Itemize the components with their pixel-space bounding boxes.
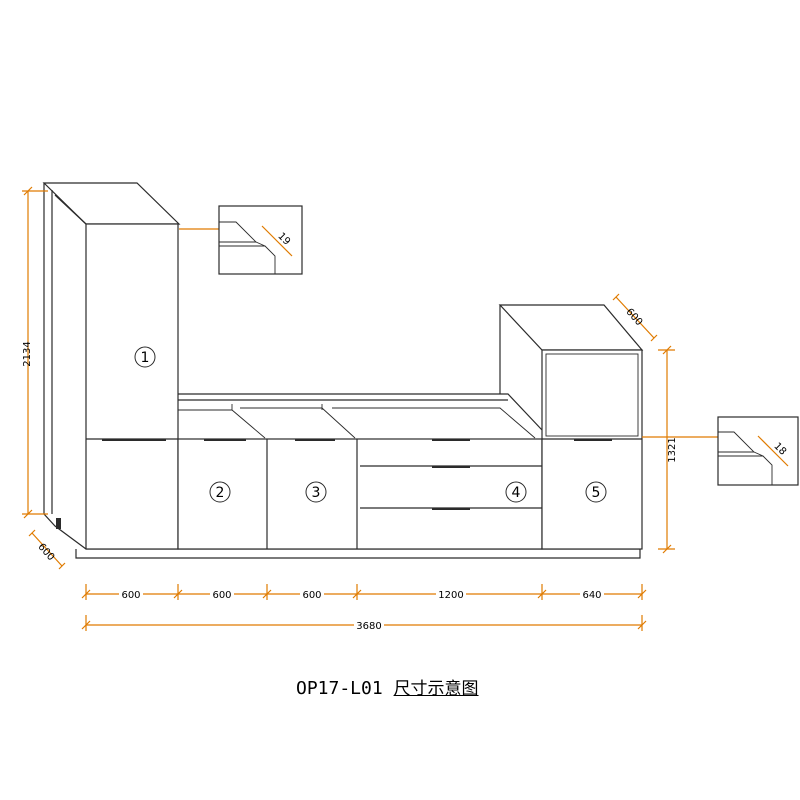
- base-plinth: [75, 548, 641, 559]
- cabinet-number-1: 1: [141, 350, 150, 366]
- cabinet-number-4: 4: [512, 485, 521, 501]
- cabinet-number-circle: [134, 346, 156, 368]
- dimension-total-width: 3680: [81, 615, 647, 632]
- dim-label-depth-left: 600: [35, 542, 56, 564]
- caption-title: 尺寸示意图: [393, 679, 479, 699]
- dim-label-segment-3: 600: [302, 590, 321, 601]
- leveling-foot: [56, 518, 61, 529]
- dimension-height-tall: 2134: [22, 186, 48, 519]
- dim-label-segment-1: 600: [121, 590, 140, 601]
- dim-label-total-width: 3680: [356, 621, 381, 632]
- edge-detail-top: 19: [179, 205, 303, 275]
- dim-label-height-right: 1321: [667, 437, 678, 462]
- dim-label-segment-4: 1200: [438, 590, 463, 601]
- cabinet-number-3: 3: [312, 485, 321, 501]
- right-cabinet: [498, 304, 644, 550]
- drawing-caption: OP17-L01 尺寸示意图: [296, 674, 479, 699]
- dimension-depth-left: 600: [28, 529, 66, 570]
- dim-label-height-tall: 2134: [22, 341, 33, 366]
- cabinet-number-5: 5: [592, 485, 601, 501]
- cabinet-number-circle: [305, 481, 327, 503]
- cabinet-number-circle: [209, 481, 231, 503]
- model-code: OP17-L01: [296, 678, 383, 699]
- tall-cabinet: [42, 182, 181, 550]
- cabinet-number-2: 2: [216, 485, 225, 501]
- cabinet-number-circle: [585, 481, 607, 503]
- dim-label-segment-2: 600: [212, 590, 231, 601]
- edge-detail-right: 18: [642, 416, 799, 486]
- dimension-height-right: 1321: [658, 345, 678, 554]
- base-cabinets: [177, 438, 543, 550]
- cabinet-number-circle: [505, 481, 527, 503]
- open-shelf-area: [178, 393, 543, 439]
- cabinet-numbers: 1 2 3 4 5: [134, 346, 607, 503]
- dim-label-segment-5: 640: [582, 590, 601, 601]
- dimension-bottom-segments: 600 600 600 1200 640: [81, 584, 647, 601]
